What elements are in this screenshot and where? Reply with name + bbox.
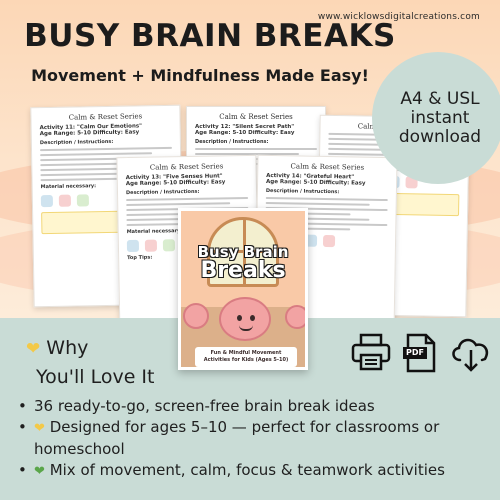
worksheet-desc: Description / Instructions: [195,139,269,145]
worksheet-activity: Activity 12: "Silent Secret Path" [195,124,295,130]
worksheet-series: Calm & Reset Series [290,162,365,172]
product-title: BUSY BRAIN BREAKS [24,18,396,54]
pdf-label: PDF [406,348,424,357]
worksheet-desc: Description / Instructions: [39,138,114,147]
product-subtitle: Movement + Mindfulness Made Easy! [31,66,369,85]
benefit-item: ❤ Mix of movement, calm, focus & teamwor… [18,460,488,482]
badge-line: A4 & USL [400,88,480,109]
pdf-file-icon: PDF [402,332,438,378]
badge-line: instant [410,107,470,128]
yellow-heart-icon: ❤ [26,339,41,359]
benefit-list: 36 ready-to-go, screen-free brain break … [18,396,488,482]
why-heading-line2: You'll Love It [36,366,155,388]
yellow-heart-icon: ❤ [34,421,45,436]
cloud-download-icon [448,332,494,378]
worksheet-series: Calm & Reset Series [68,112,143,122]
badge-line: download [398,126,482,147]
benefit-item: ❤ Designed for ages 5–10 — perfect for c… [18,417,488,460]
product-cover: Busy Brain Breaks Fun & Mindful Movement… [178,208,308,370]
brain-character-icon [219,297,271,341]
green-heart-icon: ❤ [34,464,45,479]
brain-character-icon [183,303,209,329]
why-heading: ❤ Why You'll Love It [26,334,154,391]
worksheet-series: Calm & Reset Series [219,113,293,121]
worksheet-age: Age Range: 5-10 Difficulty: Easy [125,179,226,188]
worksheet-desc: Description / Instructions: [265,187,340,196]
why-heading-line1: Why [46,337,89,359]
brain-character-icon [285,305,305,329]
benefit-item: 36 ready-to-go, screen-free brain break … [18,396,488,417]
worksheet-age: Age Range: 5-10 Difficulty: Easy [266,178,366,187]
format-icons: PDF [350,332,494,378]
cover-title-line2: Breaks [200,258,286,283]
worksheet-age: Age Range: 5-10 Difficulty: Easy [39,129,140,138]
cover-title-line1: Busy Brain [197,243,289,261]
worksheet-series: Calm & Reset Series [149,162,224,172]
cover-window [207,217,279,287]
printer-icon [350,332,392,378]
cover-tagline: Fun & Mindful Movement Activities for Ki… [195,347,297,367]
download-format-badge: A4 & USL instant download [372,52,500,184]
worksheet-age: Age Range: 5-10 Difficulty: Easy [195,130,295,136]
website-url: www.wicklowsdigitalcreations.com [317,12,480,22]
worksheet-desc: Description / Instructions: [125,188,200,197]
